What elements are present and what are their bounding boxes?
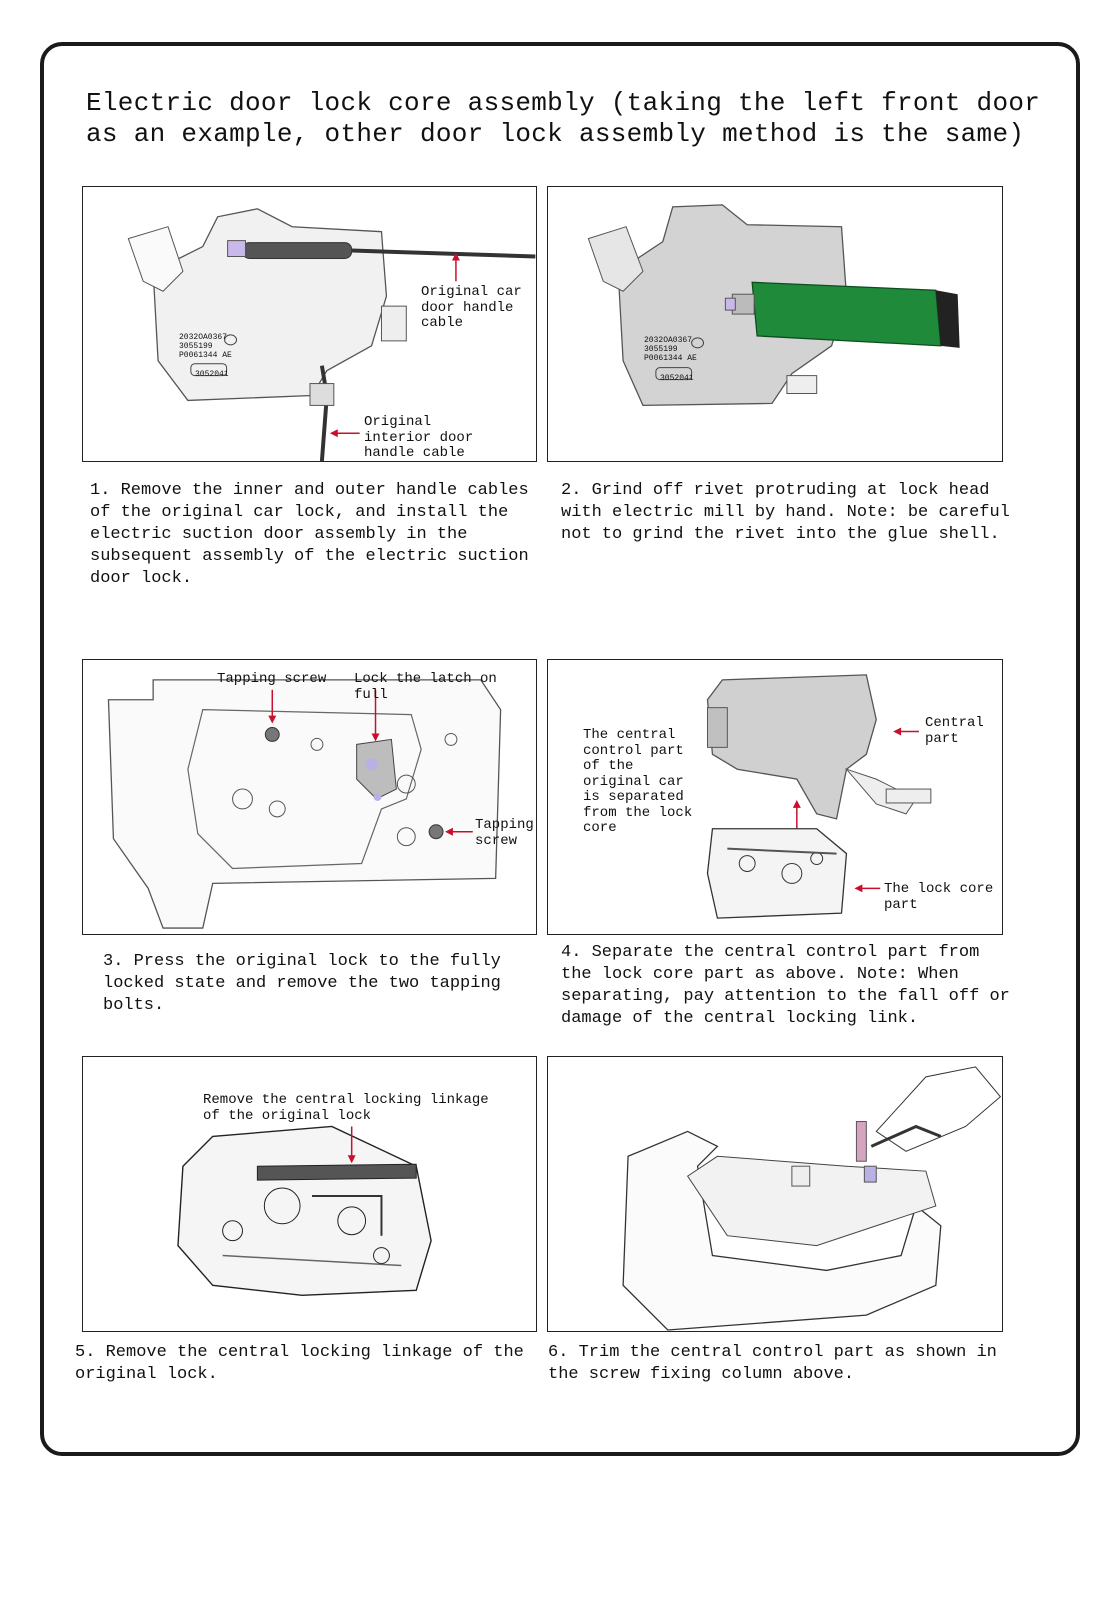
trim-column	[855, 1121, 867, 1162]
tapping-screw-right	[428, 824, 444, 840]
step-6-image	[547, 1056, 1003, 1332]
step-6-caption: 6. Trim the central control part as show…	[548, 1343, 997, 1384]
separated-parts-drawing	[706, 674, 932, 919]
lock-drawing	[127, 208, 536, 461]
step-1-image: Original car door handle cable Original …	[82, 186, 537, 462]
part-number-3: P0061344 AE	[644, 354, 697, 363]
lock-with-mill-drawing	[587, 204, 960, 407]
stamp-label: 3052041	[660, 374, 694, 383]
tapping-screw-right-label: Tapping screw	[475, 817, 534, 849]
part-number-1: 2032OA0367	[644, 336, 693, 345]
part-number-2: 3055199	[644, 345, 678, 354]
step-2-image: 2032OA0367 3055199 P0061344 AE 3052041	[547, 186, 1003, 462]
central-control-label: The central control part of the original…	[583, 727, 693, 836]
step-4-caption: 4. Separate the central control part fro…	[561, 943, 1010, 1028]
part-number-2: 3055199	[179, 342, 213, 351]
step-3-image: Tapping screw Lock the latch on full Tap…	[82, 659, 537, 935]
outer-cable-label: Original car door handle cable	[421, 284, 522, 331]
lock-core-part	[706, 828, 848, 919]
part-number-3: P0061344 AE	[179, 351, 232, 360]
electric-mill	[751, 281, 942, 347]
central-part-label: Central part	[925, 715, 984, 747]
part-number-1: 2032OA0367	[179, 333, 228, 342]
cable-bellows	[241, 242, 353, 259]
trim-control-part-drawing	[622, 1066, 1002, 1331]
lock-housing-drawing	[107, 679, 502, 929]
central-locking-linkage	[256, 1163, 417, 1181]
hand	[875, 1066, 1002, 1152]
page-title: Electric door lock core assembly (taking…	[86, 88, 1041, 149]
latch-label: Lock the latch on full	[354, 671, 497, 703]
page-frame	[40, 42, 1080, 1456]
step-3-caption: 3. Press the original lock to the fully …	[103, 952, 501, 1015]
linkage-label: Remove the central locking linkage of th…	[203, 1092, 489, 1124]
tapping-screw-top	[264, 727, 280, 742]
inner-cable-label: Original interior door handle cable	[364, 414, 474, 461]
lock-core-part-label: The lock core part	[884, 881, 994, 913]
step-5-image: Remove the central locking linkage of th…	[82, 1056, 537, 1332]
step-1-caption: 1. Remove the inner and outer handle cab…	[90, 481, 529, 588]
lock-core-linkage-drawing	[177, 1125, 432, 1296]
tapping-screw-top-label: Tapping screw	[217, 671, 327, 687]
step-4-image: The central control part of the original…	[547, 659, 1003, 935]
stamp-label: 3052041	[195, 370, 229, 379]
step-5-caption: 5. Remove the central locking linkage of…	[75, 1343, 524, 1384]
step-2-caption: 2. Grind off rivet protruding at lock he…	[561, 481, 1010, 544]
